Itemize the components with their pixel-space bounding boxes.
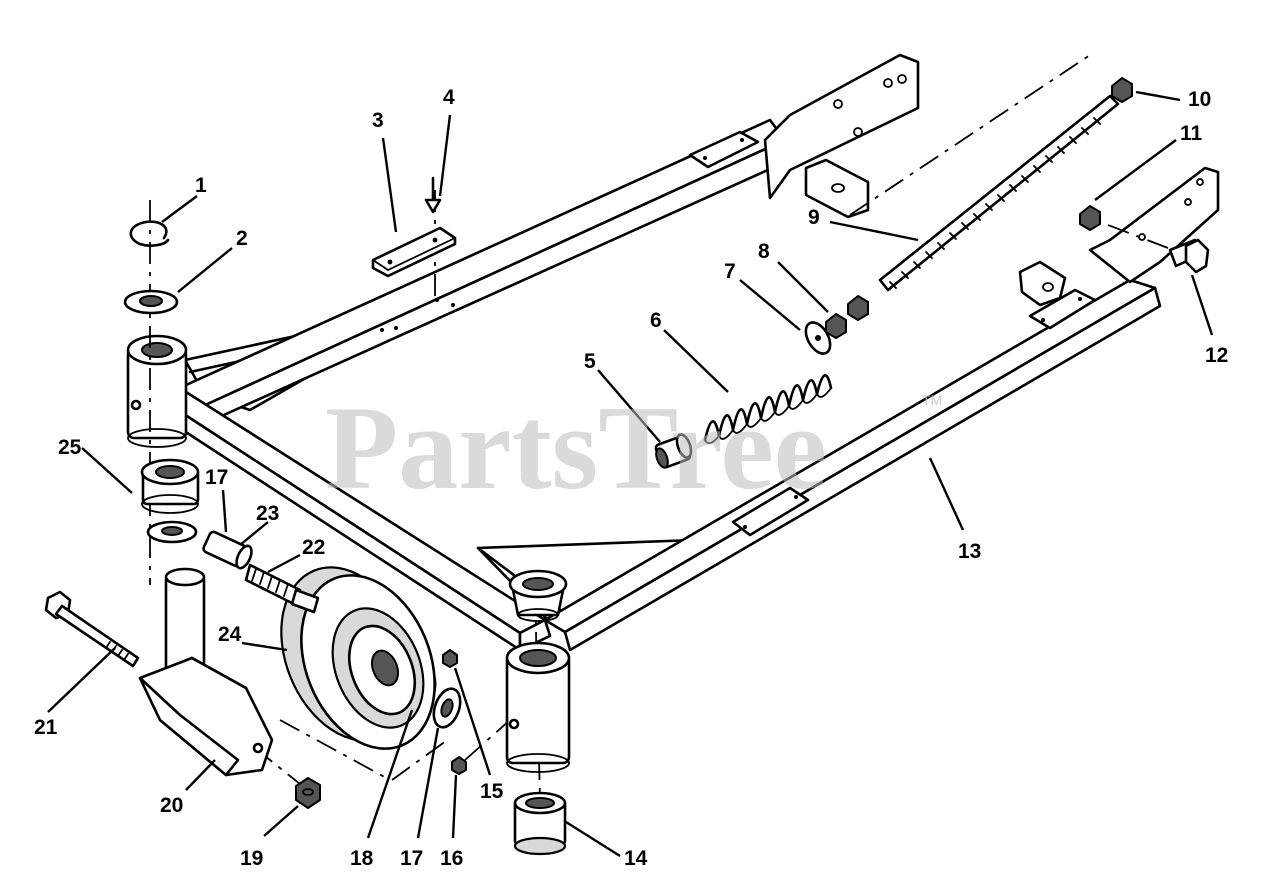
part-pivot-washer (146, 520, 198, 544)
part-washer-top (123, 289, 179, 315)
part-bushing-top (508, 569, 568, 622)
part-grease-fitting-16 (451, 756, 467, 775)
callout-13: 13 (958, 540, 981, 563)
part-pivot-spacer (140, 458, 200, 514)
callout-7: 7 (724, 260, 736, 283)
part-caster-tube-right (505, 641, 571, 773)
callout-8: 8 (758, 240, 770, 263)
part-hex-bolt-12 (1168, 238, 1210, 274)
part-caster-fork (138, 656, 274, 777)
callout-6: 6 (650, 309, 662, 332)
callout-5: 5 (584, 350, 596, 373)
callout-11: 11 (1180, 122, 1203, 145)
part-plate (371, 226, 457, 278)
callout-2: 2 (236, 227, 248, 250)
part-rivet (424, 176, 442, 214)
watermark-text: PartsTree (325, 381, 827, 514)
hitch-plate-right (1088, 166, 1220, 284)
right-rail-pad (731, 486, 810, 537)
part-fork-nut (295, 777, 321, 809)
part-fork-bolt (44, 590, 140, 668)
callout-17-upper: 17 (205, 466, 228, 489)
part-spring-washer (804, 321, 832, 355)
callout-12: 12 (1205, 344, 1228, 367)
right-pin-block (1018, 260, 1067, 307)
callout-3: 3 (372, 109, 384, 132)
callout-15: 15 (480, 780, 504, 803)
callout-4: 4 (443, 86, 455, 109)
callout-24: 24 (218, 623, 242, 646)
callout-16: 16 (440, 847, 463, 870)
callout-19: 19 (240, 847, 263, 870)
front-rail-end (518, 618, 552, 652)
callout-9: 9 (808, 206, 820, 229)
callout-21: 21 (34, 716, 58, 739)
callout-17-lower: 17 (400, 847, 423, 870)
hitch-plate-rear (763, 53, 920, 200)
part-bushing-bottom (513, 791, 567, 856)
part-axle-bushing (202, 530, 253, 570)
frame-assembly (126, 53, 1220, 652)
part-axle-bolt (244, 563, 320, 614)
part-rod-nut (1111, 77, 1133, 103)
hitch-pin-block (804, 158, 870, 219)
leader-lines (47, 90, 1214, 858)
callout-22: 22 (302, 536, 325, 559)
callout-1: 1 (195, 174, 207, 197)
callout-14: 14 (624, 847, 648, 870)
callout-10: 10 (1188, 88, 1211, 111)
part-spring-bushing (654, 433, 693, 469)
part-threaded-rod (878, 94, 1120, 292)
part-compression-spring (703, 374, 833, 445)
part-wheel-washer-17 (432, 687, 462, 729)
rear-rail (173, 118, 787, 414)
callout-23: 23 (256, 502, 279, 525)
callout-20: 20 (160, 794, 183, 817)
watermark: PartsTree TM (325, 381, 942, 514)
watermark-trademark: TM (922, 392, 942, 408)
part-retaining-ring (129, 220, 170, 247)
part-grease-fitting-15 (442, 649, 458, 668)
callout-18: 18 (350, 847, 374, 870)
part-jam-nuts (825, 295, 869, 339)
right-rail-face (563, 286, 1162, 652)
callout-25: 25 (58, 436, 82, 459)
callout-labels: 1 2 3 4 5 6 7 8 9 10 11 12 13 14 15 16 1… (34, 86, 1228, 870)
part-hex-nut-11 (1079, 205, 1101, 231)
